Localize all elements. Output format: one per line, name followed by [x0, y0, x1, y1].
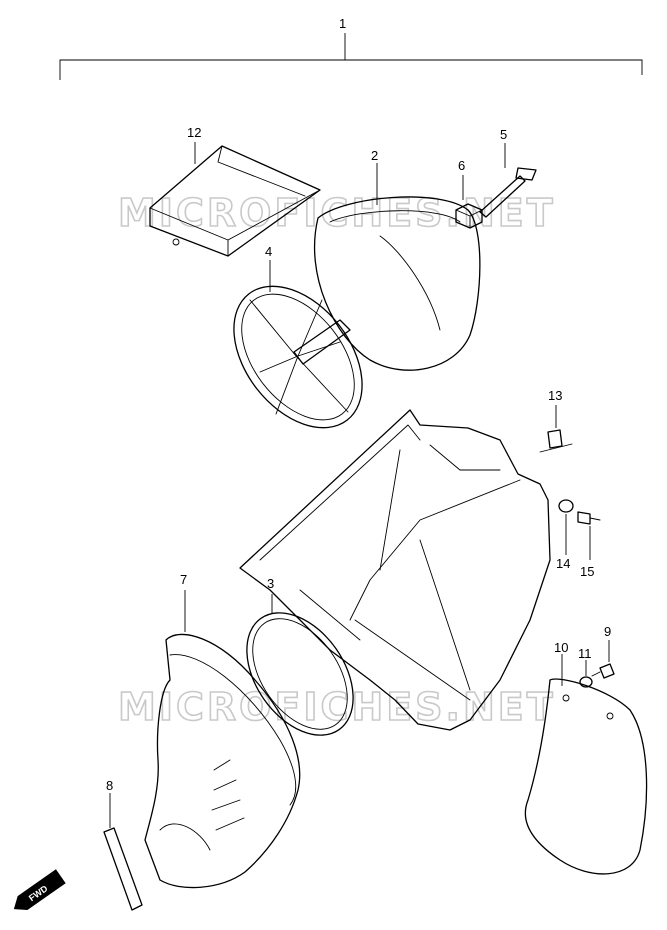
part-14-grommet — [558, 499, 574, 555]
callout-13: 13 — [548, 388, 562, 403]
callout-4: 4 — [265, 244, 272, 259]
part-5-bolt — [479, 143, 537, 218]
part-11-washer — [579, 660, 593, 688]
part-7-boot — [144, 590, 301, 889]
callout-14: 14 — [556, 556, 570, 571]
air-box-housing — [239, 409, 551, 731]
part-9-bolt — [591, 640, 615, 679]
callout-2: 2 — [371, 148, 378, 163]
callout-15: 15 — [580, 564, 594, 579]
part-12-cover — [149, 142, 321, 257]
callout-1: 1 — [339, 16, 346, 31]
forward-arrow: FWD — [13, 869, 66, 910]
part-13-clip — [539, 405, 573, 453]
part-10-side-cover — [524, 654, 648, 875]
part-4-cage — [233, 260, 363, 429]
callout-10: 10 — [554, 640, 568, 655]
callout-7: 7 — [180, 572, 187, 587]
callout-5: 5 — [500, 127, 507, 142]
watermark-bottom: MICROFICHES.NET — [118, 685, 556, 729]
callout-11: 11 — [578, 646, 592, 661]
callout-12: 12 — [187, 125, 201, 140]
assembly-bracket — [59, 33, 643, 80]
callout-6: 6 — [458, 158, 465, 173]
part-8-clamp — [103, 793, 143, 911]
callout-8: 8 — [106, 778, 113, 793]
part-3-seal — [246, 594, 354, 736]
part-15-screw — [577, 511, 601, 560]
part-2-filter — [313, 163, 481, 371]
callout-3: 3 — [267, 576, 274, 591]
callout-9: 9 — [604, 624, 611, 639]
part-6-nut — [455, 175, 483, 229]
